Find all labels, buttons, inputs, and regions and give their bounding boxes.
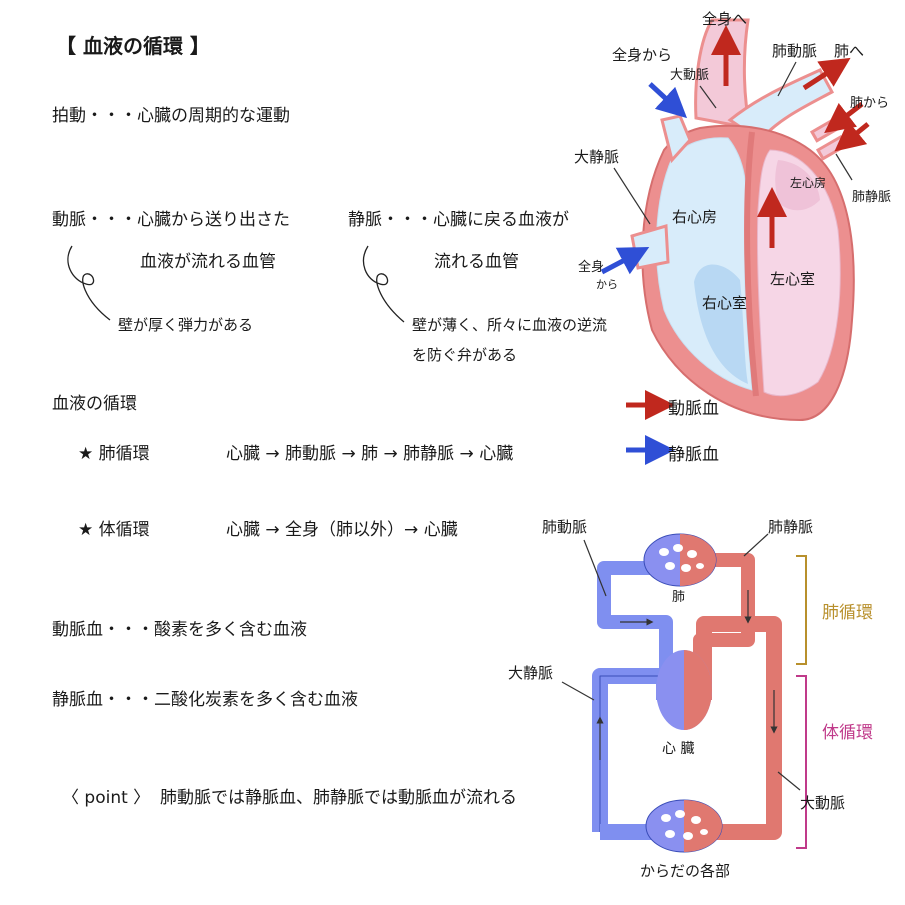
vein-note-line2: を防ぐ弁がある	[412, 346, 518, 364]
heart-label-from-body-top: 全身から	[612, 46, 673, 64]
arrow-to-lungs	[802, 57, 851, 91]
arrow-from-body-top	[648, 82, 688, 119]
leader-aorta	[699, 85, 717, 109]
vein-definition-line1: 静脈・・・心臓に戻る血液が	[348, 210, 569, 230]
artery-definition-line1: 動脈・・・心臓から送り出さた	[52, 210, 290, 230]
circuit-label-pulmonary-vein: 肺静脈	[768, 518, 814, 536]
venous-blood-definition: 静脈血・・・二酸化炭素を多く含む血液	[52, 690, 358, 710]
heart-label-from-body-bottom-2: から	[596, 278, 618, 291]
artery-note: 壁が厚く弾力がある	[118, 316, 254, 334]
legend-venous-label: 静脈血	[668, 445, 719, 465]
heart-diagram	[600, 18, 870, 465]
pulmonary-vein-stubs	[809, 116, 848, 161]
leader-pulmonary-artery	[777, 61, 797, 97]
heart-label-from-body-bottom-1: 全身	[578, 260, 605, 275]
heart-label-pulmonary-vein: 肺静脈	[852, 190, 892, 205]
circuit-label-lung: 肺	[672, 590, 686, 605]
heart-label-to-lungs: 肺へ	[834, 42, 865, 60]
pulmonary-circulation-label: ★ 肺循環	[78, 444, 150, 464]
arrow-from-body-bottom	[600, 246, 650, 275]
venous-vessel-left	[592, 668, 672, 832]
heart-label-left-ventricle: 左心室	[770, 270, 816, 288]
heart-label-to-body: 全身へ	[702, 10, 748, 28]
point-text: 肺動脈では静脈血、肺静脈では動脈血が流れる	[160, 788, 517, 808]
heart-label-right-ventricle: 右心室	[702, 294, 748, 312]
artery-definition-line2: 血液が流れる血管	[140, 252, 276, 272]
venous-vessel-left-outline	[599, 675, 665, 832]
circuit-diagram	[561, 533, 807, 853]
circuit-label-body-parts: からだの各部	[640, 862, 731, 880]
heart-node	[656, 650, 712, 730]
vena-cava-bottom	[630, 224, 670, 270]
heart-label-left-atrium: 左心房	[790, 176, 827, 190]
circuit-label-aorta: 大動脈	[800, 794, 846, 812]
leader-pulmonary-vein	[835, 153, 853, 181]
pulmonary-bracket	[796, 555, 807, 665]
circuit-label-heart: 心 臓	[662, 741, 695, 757]
systemic-circulation-path: 心臓 → 全身（肺以外）→ 心臓	[226, 520, 458, 540]
vein-note-curl	[363, 245, 405, 323]
lung-node	[643, 533, 717, 587]
legend-arterial-label: 動脈血	[668, 399, 719, 419]
arrow-from-lungs-1	[824, 102, 864, 134]
body-parts-node	[645, 799, 723, 853]
artery-note-curl	[67, 245, 111, 321]
heart-label-aorta: 大動脈	[670, 68, 710, 83]
circuit-label-pulmonary-artery: 肺動脈	[542, 518, 588, 536]
arrow-from-lungs-2	[834, 120, 870, 152]
heart-label-vena-cava: 大静脈	[574, 148, 620, 166]
circuit-label-systemic-circulation: 体循環	[822, 723, 873, 743]
aorta-vessel	[696, 616, 782, 840]
page-title: 【 血液の循環 】	[56, 34, 210, 58]
pulmonary-circulation-path: 心臓 → 肺動脈 → 肺 → 肺静脈 → 心臓	[226, 444, 514, 464]
systemic-bracket	[796, 675, 807, 849]
septum	[744, 131, 759, 397]
systemic-circulation-label: ★ 体循環	[78, 520, 150, 540]
heart-label-pulmonary-artery: 肺動脈	[772, 42, 818, 60]
pulmonary-artery-vessel	[597, 561, 673, 680]
vein-definition-line2: 流れる血管	[434, 252, 519, 272]
point-tag: 〈 point 〉	[62, 788, 151, 808]
vein-note-line1: 壁が薄く、所々に血液の逆流	[412, 316, 608, 334]
circuit-label-vena-cava: 大静脈	[508, 664, 554, 682]
beat-definition: 拍動・・・心臓の周期的な運動	[52, 106, 290, 126]
circuit-label-pulmonary-circulation: 肺循環	[822, 603, 873, 623]
heart-label-right-atrium: 右心房	[672, 208, 718, 226]
circulation-heading: 血液の循環	[52, 394, 137, 414]
arterial-blood-definition: 動脈血・・・酸素を多く含む血液	[52, 620, 307, 640]
right-ventricle-shade	[694, 264, 748, 384]
leader-vena-cava	[613, 167, 651, 225]
heart-label-from-lungs: 肺から	[850, 96, 890, 111]
